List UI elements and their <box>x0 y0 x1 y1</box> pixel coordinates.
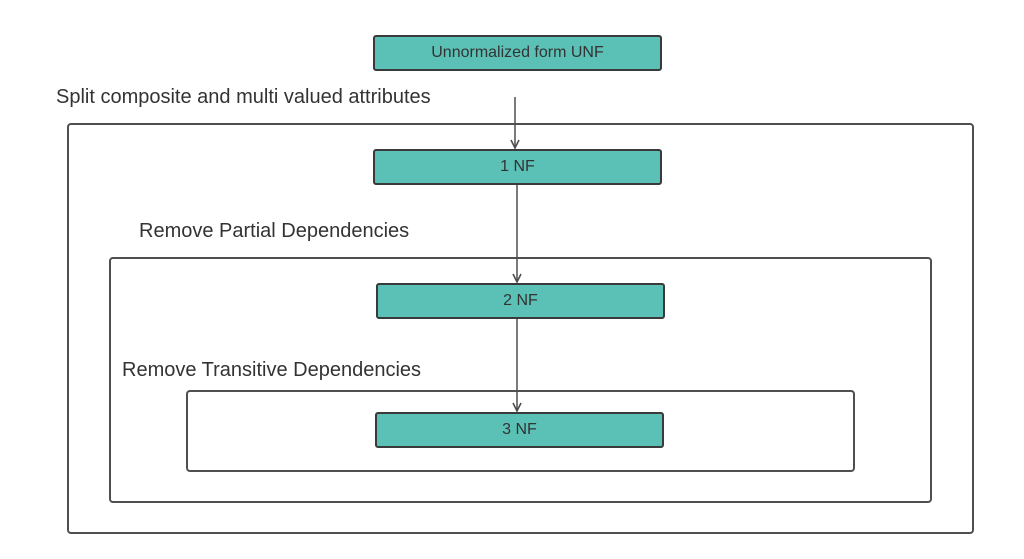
node-1nf-label: 1 NF <box>500 158 535 175</box>
step-label-remove-partial: Remove Partial Dependencies <box>139 220 410 242</box>
container-1nf-frame <box>67 123 974 534</box>
node-unnormalized-form-label: Unnormalized form UNF <box>431 44 604 61</box>
container-3nf-frame <box>186 390 855 472</box>
container-2nf-frame <box>109 257 932 503</box>
node-3nf: 3 NF <box>375 412 664 448</box>
node-3nf-label: 3 NF <box>502 421 537 438</box>
node-2nf: 2 NF <box>376 283 665 319</box>
node-1nf: 1 NF <box>373 149 662 185</box>
step-label-remove-transitive: Remove Transitive Dependencies <box>122 359 422 381</box>
node-2nf-label: 2 NF <box>503 292 538 309</box>
step-label-split-attributes: Split composite and multi valued attribu… <box>56 86 431 108</box>
node-unnormalized-form: Unnormalized form UNF <box>373 35 662 71</box>
